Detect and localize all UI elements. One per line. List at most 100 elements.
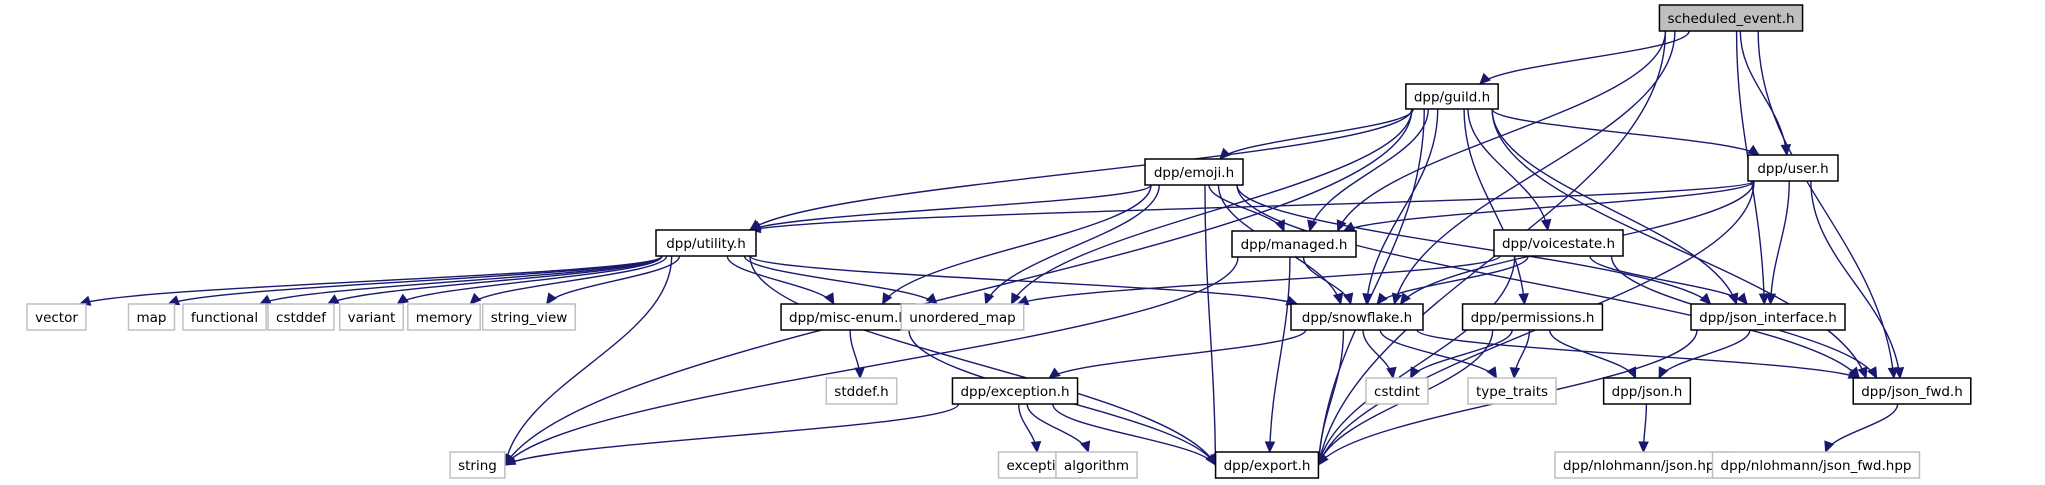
node-permissions[interactable]: dpp/permissions.h bbox=[1461, 303, 1604, 331]
edge-managed-to-snowflake bbox=[1302, 256, 1352, 305]
node-label: functional bbox=[191, 310, 258, 326]
edge-guild-to-utility bbox=[749, 108, 1413, 231]
node-box bbox=[780, 303, 916, 331]
edge-arrowhead bbox=[1765, 293, 1777, 306]
node-variant[interactable]: variant bbox=[338, 303, 405, 331]
node-box bbox=[655, 229, 757, 257]
node-json[interactable]: dpp/json.h bbox=[1602, 377, 1692, 405]
edge-guild-to-snowflake bbox=[1365, 108, 1439, 305]
edge-arrowhead bbox=[824, 292, 835, 306]
node-box bbox=[1554, 451, 1732, 479]
edge-utility-to-map bbox=[168, 255, 663, 305]
edge-exception-h-to-export bbox=[1052, 403, 1217, 466]
node-emoji[interactable]: dpp/emoji.h bbox=[1144, 158, 1244, 186]
edge-arrowhead bbox=[1048, 367, 1061, 379]
node-map[interactable]: map bbox=[127, 303, 176, 331]
edge-arrowhead bbox=[1486, 366, 1498, 380]
edge-arrowhead bbox=[1386, 366, 1397, 380]
node-voicestate[interactable]: dpp/voicestate.h bbox=[1493, 229, 1624, 257]
node-json-interface[interactable]: dpp/json_interface.h bbox=[1690, 303, 1846, 331]
edge-guild-to-managed bbox=[1309, 108, 1429, 232]
edge-scheduled-event-to-managed bbox=[1337, 30, 1667, 232]
edge-arrowhead bbox=[1376, 292, 1388, 305]
node-label: dpp/json_interface.h bbox=[1699, 310, 1837, 326]
edge-managed-to-string bbox=[504, 256, 1239, 466]
nodes-layer: scheduled_event.h dpp/guild.h dpp/emoji.h d… bbox=[26, 4, 1972, 479]
node-cstddef[interactable]: cstddef bbox=[267, 303, 335, 331]
node-label: dpp/user.h bbox=[1757, 161, 1828, 177]
node-nlohmann-json[interactable]: dpp/nlohmann/json.hpp bbox=[1554, 451, 1732, 479]
node-box bbox=[1231, 230, 1357, 258]
node-unordered-map[interactable]: unordered_map bbox=[900, 303, 1025, 331]
node-utility[interactable]: dpp/utility.h bbox=[655, 229, 757, 257]
node-string[interactable]: string bbox=[449, 451, 506, 479]
edge-arrowhead bbox=[1264, 441, 1276, 454]
edge-arrowhead bbox=[1399, 292, 1412, 305]
node-snowflake[interactable]: dpp/snowflake.h bbox=[1290, 303, 1424, 331]
node-label: cstddef bbox=[276, 310, 327, 326]
node-box bbox=[449, 451, 506, 479]
edge-utility-to-export bbox=[749, 255, 1217, 466]
node-functional[interactable]: functional bbox=[182, 303, 267, 331]
node-export[interactable]: dpp/export.h bbox=[1214, 451, 1320, 479]
edge-arrowhead bbox=[1893, 366, 1905, 380]
edge-utility-to-cstddef bbox=[327, 255, 663, 305]
edge-utility-to-memory bbox=[469, 255, 668, 305]
node-scheduled-event[interactable]: scheduled_event.h bbox=[1658, 4, 1804, 32]
edge-arrowhead bbox=[1205, 453, 1217, 467]
node-box bbox=[1747, 154, 1839, 182]
edge-voicestate-to-export bbox=[1317, 255, 1516, 466]
node-vector[interactable]: vector bbox=[26, 303, 87, 331]
edge-arrowhead bbox=[1343, 292, 1354, 306]
node-memory[interactable]: memory bbox=[407, 303, 481, 331]
edge-user-to-json-interface bbox=[1769, 180, 1790, 305]
edge-guild-to-json-fwd bbox=[1491, 108, 1867, 379]
edge-utility-to-string bbox=[504, 255, 673, 466]
edge-snowflake-to-exception-h bbox=[1048, 329, 1307, 379]
node-managed[interactable]: dpp/managed.h bbox=[1231, 230, 1357, 258]
edge-arrowhead bbox=[258, 294, 272, 305]
node-box bbox=[26, 303, 87, 331]
node-label: dpp/exception.h bbox=[960, 384, 1069, 400]
node-box bbox=[267, 303, 335, 331]
node-misc-enum[interactable]: dpp/misc-enum.h bbox=[780, 303, 916, 331]
node-json-fwd[interactable]: dpp/json_fwd.h bbox=[1852, 377, 1972, 405]
node-stddef[interactable]: stddef.h bbox=[825, 377, 898, 405]
edge-voicestate-to-unordered-map bbox=[1017, 255, 1501, 305]
node-label: type_traits bbox=[1476, 384, 1548, 400]
edge-utility-to-snowflake bbox=[749, 255, 1298, 305]
node-string-view[interactable]: string_view bbox=[481, 303, 577, 331]
edge-arrowhead bbox=[925, 292, 938, 305]
edge-arrowhead bbox=[1518, 293, 1529, 306]
edge-arrowhead bbox=[1307, 219, 1318, 233]
edge-arrowhead bbox=[1030, 441, 1042, 454]
node-nlohmann-json-fwd[interactable]: dpp/nlohmann/json_fwd.hpp bbox=[1711, 451, 1921, 479]
node-user[interactable]: dpp/user.h bbox=[1747, 154, 1839, 182]
edge-utility-to-vector bbox=[79, 255, 663, 305]
edge-user-to-managed bbox=[1343, 180, 1755, 232]
node-exception-h[interactable]: dpp/exception.h bbox=[951, 377, 1079, 405]
node-label: dpp/permissions.h bbox=[1471, 310, 1595, 326]
node-label: cstdint bbox=[1374, 384, 1420, 400]
edge-utility-to-functional bbox=[259, 255, 663, 305]
node-box bbox=[1467, 377, 1557, 405]
node-cstdint[interactable]: cstdint bbox=[1365, 377, 1429, 405]
edge-arrowhead bbox=[1317, 453, 1329, 466]
node-type-traits[interactable]: type_traits bbox=[1467, 377, 1557, 405]
edge-voicestate-to-json-interface bbox=[1589, 255, 1748, 305]
node-algorithm[interactable]: algorithm bbox=[1055, 451, 1138, 479]
edge-emoji-to-json-interface bbox=[1236, 184, 1712, 305]
node-box bbox=[1493, 229, 1624, 257]
node-label: dpp/snowflake.h bbox=[1302, 310, 1412, 326]
edge-scheduled-event-to-guild bbox=[1479, 30, 1690, 85]
node-label: dpp/misc-enum.h bbox=[789, 310, 907, 326]
edge-arrowhead bbox=[1867, 366, 1878, 380]
node-box bbox=[1852, 377, 1972, 405]
node-guild[interactable]: dpp/guild.h bbox=[1405, 83, 1499, 110]
edges-layer bbox=[78, 30, 1905, 467]
edge-exception-h-to-string bbox=[504, 403, 960, 466]
edge-arrowhead bbox=[546, 292, 558, 306]
edge-emoji-to-unordered-map bbox=[984, 184, 1160, 305]
edge-user-to-utility bbox=[749, 180, 1755, 231]
